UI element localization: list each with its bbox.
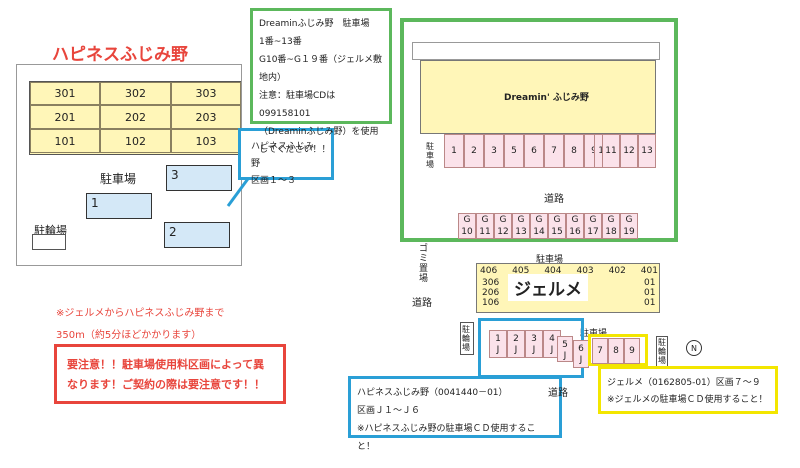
bike-parking-label: 駐輪場: [34, 224, 67, 237]
callout-jerume: ジェルメ（0162805-01）区画７～９ ※ジェルメの駐車場ＣＤ使用すること！: [598, 366, 778, 414]
jerume-units-right: 01 01 01: [644, 278, 655, 308]
callout-happiness: ハピネスふじみ野（0041440－01） 区画Ｊ１～Ｊ６ ※ハピネスふじみ野の駐…: [348, 376, 562, 452]
jerume-units-top: 406 405 404 403 402 401: [480, 266, 658, 276]
unit-301: 01: [644, 278, 656, 288]
parking-space-3: 3: [166, 165, 232, 191]
walk-time: 350m（約5分ほどかかります）: [56, 330, 202, 341]
dreamin-parking-label: 駐車場: [426, 142, 434, 169]
unit-201: 201: [30, 105, 100, 129]
dreamin-note: Dreaminふじみ野 駐車場 1番~13番 G10番~G１９番（ジェルメ敷地内…: [250, 8, 392, 155]
jerume-name: ジェルメ: [508, 274, 588, 301]
jerume-units-left: 306 206 106: [482, 278, 499, 308]
dreamin-space-8: 8: [564, 134, 584, 168]
unit-404: 404: [544, 266, 562, 276]
unit-403: 403: [576, 266, 594, 276]
warning-text: 要注意！！駐車場使用料区画によって異なります！ご契約の際は要注意です！！: [67, 358, 265, 391]
dreamin-space-2: 2: [464, 134, 484, 168]
parking-space-2: 2: [164, 222, 230, 248]
unit-103: 103: [171, 129, 241, 153]
unit-102: 102: [100, 129, 171, 153]
callout-happiness-line2: 区画Ｊ１～Ｊ６: [357, 406, 421, 416]
unit-202: 202: [100, 105, 171, 129]
callout-jerume-line1: ジェルメ（0162805-01）区画７～９: [607, 378, 761, 388]
jerume-spaces-box: [588, 334, 648, 366]
compass-icon: N: [686, 340, 702, 356]
dreamin-space-7: 7: [544, 134, 564, 168]
compass-label: N: [691, 344, 697, 353]
dreamin-space-13: 13: [638, 134, 656, 168]
unit-306: 306: [482, 278, 500, 288]
unit-201: 01: [644, 288, 656, 298]
unit-401: 401: [640, 266, 658, 276]
jerume-bike-label: 駐輪場: [460, 322, 474, 355]
dreamin-space-11: 11: [602, 134, 620, 168]
callout-left-pointer: [226, 175, 252, 207]
unit-206: 206: [482, 288, 500, 298]
callout-left: ハピネスふじみ野 区画１～３: [238, 128, 334, 186]
road-bottom: 道路: [548, 388, 568, 399]
dreamin-space-5: 5: [504, 134, 524, 168]
callout-left-line1: ハピネスふじみ野: [251, 142, 314, 169]
warning-box: 要注意！！駐車場使用料区画によって異なります！ご契約の際は要注意です！！: [54, 344, 286, 404]
unit-402: 402: [608, 266, 626, 276]
unit-101: 01: [644, 298, 656, 308]
left-property-title: ハピネスふじみ野: [52, 45, 188, 65]
dreamin-building: [420, 60, 656, 134]
callout-happiness-line3: ※ハピネスふじみ野の駐車場ＣＤ使用すること！: [357, 424, 536, 452]
unit-301: 301: [30, 82, 100, 105]
dreamin-building-back: [412, 42, 660, 60]
jerume-bike-right: 駐輪場: [656, 336, 668, 367]
unit-302: 302: [100, 82, 171, 105]
unit-101: 101: [30, 129, 100, 153]
space-7: 7: [592, 338, 608, 364]
unit-406: 406: [480, 266, 498, 276]
walk-note: ※ジェルメからハピネスふじみ野まで: [56, 308, 225, 319]
space-8: 8: [608, 338, 624, 364]
unit-106: 106: [482, 298, 500, 308]
bike-parking-area: [32, 234, 66, 250]
dreamin-space-1: 1: [444, 134, 464, 168]
dreamin-building-name: Dreamin' ふじみ野: [504, 93, 589, 103]
unit-405: 405: [512, 266, 530, 276]
callout-happiness-line1: ハピネスふじみ野（0041440－01）: [357, 388, 508, 398]
callout-jerume-line2: ※ジェルメの駐車場ＣＤ使用すること！: [607, 395, 768, 405]
left-parking-label: 駐車場: [100, 172, 137, 186]
unit-303: 303: [171, 82, 241, 105]
dreamin-site: Dreamin' ふじみ野 道路: [400, 18, 678, 242]
jerume-road-side: 道路: [412, 298, 432, 309]
dreamin-space-3: 3: [484, 134, 504, 168]
parking-space-1: 1: [86, 193, 152, 219]
dreamin-space-6: 6: [524, 134, 544, 168]
space-9: 9: [624, 338, 640, 364]
dreamin-road: 道路: [544, 194, 564, 205]
dreamin-space-12: 12: [620, 134, 638, 168]
jerume-parking-label-top: 駐車場: [536, 255, 564, 265]
garbage-label: ゴミ置場: [419, 244, 429, 284]
unit-203: 203: [171, 105, 241, 129]
callout-left-line2: 区画１～３: [251, 176, 297, 186]
